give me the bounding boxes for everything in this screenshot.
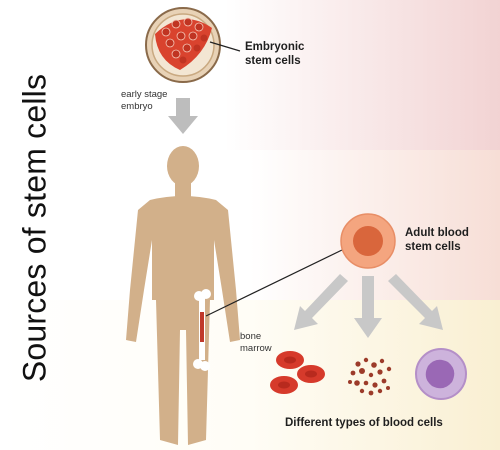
- embryonic-label-line1: Embryonic: [245, 41, 305, 53]
- adult-label-line1: Adult blood: [405, 227, 469, 239]
- diagram-title: Sources of stem cells: [16, 73, 53, 383]
- bone-marrow-label: bone marrow: [240, 331, 272, 355]
- down-arrow-icon: [168, 98, 198, 134]
- adult-stem-cell-icon: [340, 213, 396, 269]
- differentiation-arrows: [294, 274, 443, 338]
- bone-label-line1: bone: [240, 331, 262, 342]
- red-blood-cells-icon: [270, 351, 325, 394]
- bone-label-line2: marrow: [240, 343, 272, 354]
- bone-icon: [193, 289, 211, 371]
- early-stage-line1: early stage: [121, 89, 168, 100]
- embryonic-label-line2: stem cells: [245, 55, 301, 67]
- adult-blood-stem-cells-label: Adult blood stem cells: [405, 226, 469, 254]
- embryo-leader-line: [209, 41, 241, 52]
- white-blood-cell-icon: [415, 348, 467, 400]
- early-stage-line2: embryo: [121, 101, 153, 112]
- embryonic-stem-cells-label: Embryonic stem cells: [245, 40, 304, 68]
- human-body-icon: [126, 146, 240, 445]
- embryo-icon: [145, 7, 221, 83]
- platelets-icon: [348, 357, 392, 396]
- bone-leader-line: [205, 249, 343, 317]
- different-types-label: Different types of blood cells: [285, 417, 443, 429]
- early-stage-embryo-label: early stage embryo: [121, 89, 167, 113]
- adult-label-line2: stem cells: [405, 241, 461, 253]
